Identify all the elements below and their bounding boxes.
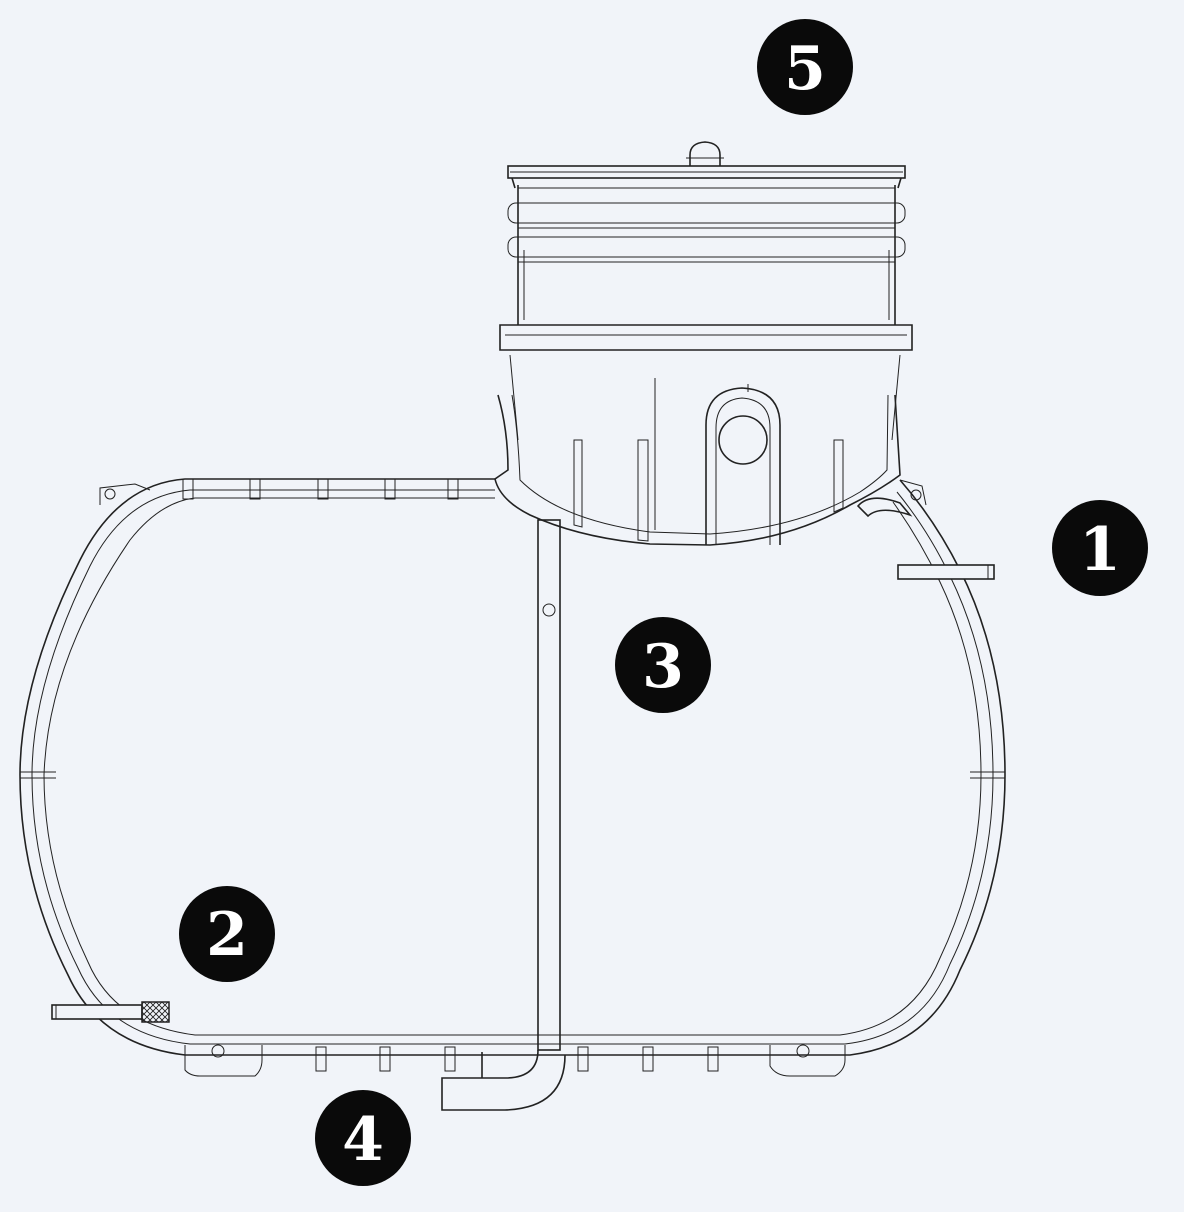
inlet-pipe [897, 564, 995, 580]
callout-4-label: 4 [342, 1105, 384, 1175]
callout-2: 2 [179, 886, 275, 982]
riser-corrugation-1 [507, 202, 906, 224]
overflow-mesh-filter [141, 1001, 170, 1023]
top-left-lug-hole [104, 488, 116, 500]
callout-1-circle [1052, 500, 1148, 596]
inlet-bend [856, 497, 913, 518]
top-right-lug [899, 479, 927, 506]
inlet-arch [705, 387, 781, 545]
pipe-elbow [441, 1049, 566, 1111]
callout-1-label: 1 [1079, 515, 1121, 585]
overflow-connection [51, 1001, 170, 1023]
tank-inner-wall [43, 497, 982, 1036]
riser-collar [499, 324, 913, 351]
top-right-lug-hole [910, 489, 922, 501]
dome-right-edge [891, 354, 901, 441]
callout-3-label: 3 [642, 632, 684, 702]
tank-rib-band-inner [31, 489, 994, 1045]
top-left-lug [99, 483, 151, 505]
tank-dome [494, 324, 913, 546]
callout-4: 4 [315, 1090, 411, 1186]
callout-5-circle [757, 19, 853, 115]
top-ribs [182, 478, 459, 500]
dome-left-edge [509, 354, 519, 441]
inlet-connection [856, 497, 995, 580]
vent-cap [689, 141, 721, 166]
riser-body [517, 185, 896, 325]
callout-5-label: 5 [784, 34, 826, 104]
dome-inner-line [511, 394, 889, 535]
riser-lid [507, 165, 906, 179]
tank-outer-shell [19, 478, 1006, 1056]
dome-outline [494, 394, 901, 546]
inlet-arch-inner [715, 397, 771, 545]
callout-4-circle [315, 1090, 411, 1186]
dome-ribs [573, 439, 844, 542]
overflow-pipe [51, 1004, 143, 1020]
inlet-pipe-hole [718, 415, 768, 465]
pipe-fitting [542, 603, 556, 617]
tank-body [19, 478, 1006, 1077]
internal-suction-pipe [441, 519, 566, 1111]
callout-3: 3 [615, 617, 711, 713]
riser-shaft [507, 141, 906, 325]
callout-2-circle [179, 886, 275, 982]
bottom-feet [184, 1044, 846, 1077]
riser-corrugation-2 [507, 236, 906, 258]
callout-5: 5 [757, 19, 853, 115]
riser-inner-edges [523, 250, 890, 320]
callout-3-circle [615, 617, 711, 713]
riser-lid-rim [511, 177, 902, 189]
callout-1: 1 [1052, 500, 1148, 596]
vertical-pipe [537, 519, 561, 1051]
callout-2-label: 2 [206, 900, 248, 970]
